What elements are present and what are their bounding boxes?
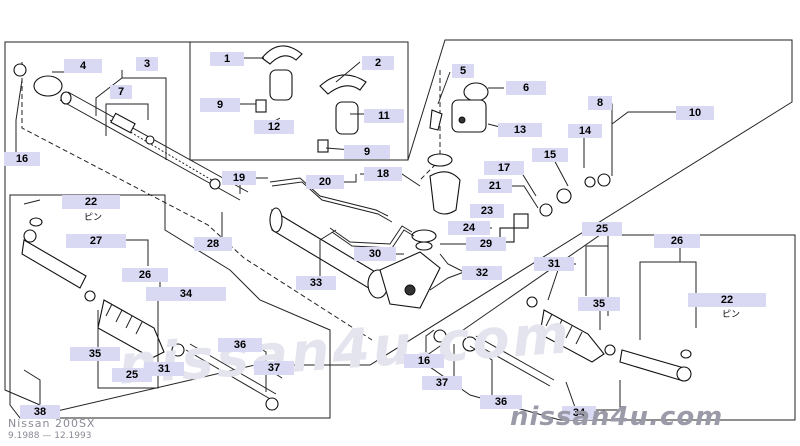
callout-9-mid: 9 <box>344 145 390 159</box>
callout-5: 5 <box>452 64 474 78</box>
tie-rod-end-left <box>21 199 87 289</box>
inner-dashed-frame <box>21 62 373 341</box>
callout-17: 17 <box>484 161 524 175</box>
clamp-2 <box>317 74 367 153</box>
callout-20: 20 <box>306 175 344 189</box>
inner-tie-rod-left <box>185 343 279 411</box>
callout-26-left: 26 <box>122 268 168 282</box>
callout-22-left: 22 <box>62 195 120 209</box>
clamp-1 <box>255 45 303 113</box>
production-dates: 9.1988 — 12.1993 <box>8 431 92 441</box>
callout-37-right: 37 <box>422 376 462 390</box>
callout-24: 24 <box>448 221 490 235</box>
callout-16-right: 16 <box>404 354 444 368</box>
callout-21: 21 <box>478 179 512 193</box>
callout-2: 2 <box>362 56 394 70</box>
callout-4: 4 <box>64 59 102 73</box>
inner-tie-rod-right <box>462 335 555 387</box>
callout-19: 19 <box>222 171 256 185</box>
callout-34-bottom: 34 <box>562 406 596 420</box>
callout-29: 29 <box>466 237 506 251</box>
callout-23: 23 <box>470 204 504 218</box>
callout-1: 1 <box>210 52 244 66</box>
callout-14: 14 <box>568 124 602 138</box>
callout-16-left: 16 <box>4 152 40 166</box>
pinion-valve <box>427 82 489 215</box>
callout-7: 7 <box>110 85 132 99</box>
tie-rod-boot-right <box>526 296 616 363</box>
callout-3: 3 <box>136 57 158 71</box>
callout-15: 15 <box>532 148 568 162</box>
vehicle-model: Nissan 200SX <box>8 417 96 430</box>
rack-housing <box>59 91 249 201</box>
pin-label-left: ピン <box>84 213 103 223</box>
callout-10: 10 <box>676 106 714 120</box>
tie-rod-boot-left <box>84 290 185 359</box>
callout-11: 11 <box>364 109 404 123</box>
boot-4 <box>13 63 72 105</box>
callout-35-right: 35 <box>578 297 620 311</box>
callout-25-left: 25 <box>112 368 152 382</box>
callout-27: 27 <box>66 234 126 248</box>
callout-13: 13 <box>498 123 542 137</box>
brand-watermark: nissan4u.com <box>510 402 724 432</box>
callout-33: 33 <box>296 276 336 290</box>
callout-9-top: 9 <box>200 98 240 112</box>
tie-rod-end-right <box>433 329 692 382</box>
gear-housing <box>269 207 441 309</box>
callout-32: 32 <box>462 266 502 280</box>
callout-22-right: 22 <box>688 293 766 307</box>
callout-38: 38 <box>20 405 60 419</box>
lower-left-box <box>9 194 331 419</box>
callout-36-left: 36 <box>218 338 262 352</box>
callout-36-right: 36 <box>480 395 522 409</box>
callout-37-left: 37 <box>254 361 294 375</box>
callout-30: 30 <box>354 247 396 261</box>
callout-28: 28 <box>194 237 232 251</box>
callout-31-left: 31 <box>144 362 184 376</box>
callout-25-right: 25 <box>582 222 622 236</box>
callout-6: 6 <box>506 81 546 95</box>
pin-label-right: ピン <box>722 310 741 320</box>
callout-12: 12 <box>254 120 294 134</box>
callout-35-left: 35 <box>70 347 120 361</box>
callout-31-right: 31 <box>534 257 574 271</box>
callout-34-top: 34 <box>146 287 226 301</box>
callout-26-right: 26 <box>654 234 700 248</box>
callout-8: 8 <box>588 96 612 110</box>
callout-18: 18 <box>364 167 402 181</box>
